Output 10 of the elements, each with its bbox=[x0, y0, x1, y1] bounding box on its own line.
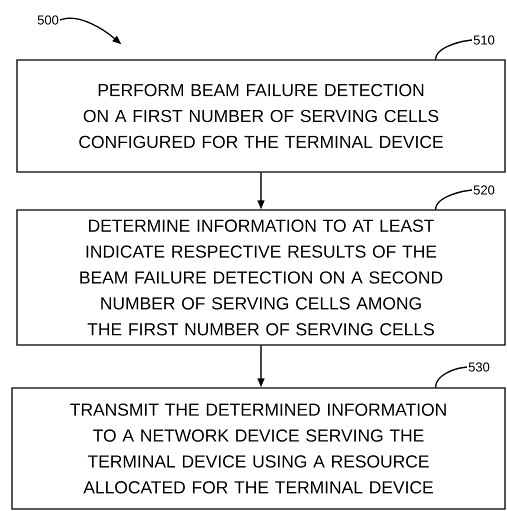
reference-number: 500 bbox=[38, 15, 58, 25]
reference-number: 520 bbox=[474, 185, 494, 195]
process-box: DETERMINE INFORMATION TO AT LEAST INDICATE RESPECTIVE RESULTS OF THE BEAM FAILURE DETECTION ON A SECOND NUMBER OF SERVING CELLS AMONG THE FIRST NUMBER OF SERVING CELLS bbox=[16, 209, 506, 346]
leader-line bbox=[434, 189, 472, 210]
reference-number: 510 bbox=[474, 35, 494, 45]
reference-number: 530 bbox=[468, 362, 490, 372]
leader-line bbox=[434, 366, 468, 388]
process-box: TRANSMIT THE DETERMINED INFORMATION TO A NETWORK DEVICE SERVING THE TERMINAL DEVICE USING A RESOURCE ALLOCATED FOR THE TERMINAL DEVICE bbox=[11, 387, 506, 510]
process-box: PERFORM BEAM FAILURE DETECTION ON A FIRST NUMBER OF SERVING CELLS CONFIGURED FOR THE TERMINAL DEVICE bbox=[16, 59, 506, 173]
leader-line bbox=[434, 39, 472, 60]
